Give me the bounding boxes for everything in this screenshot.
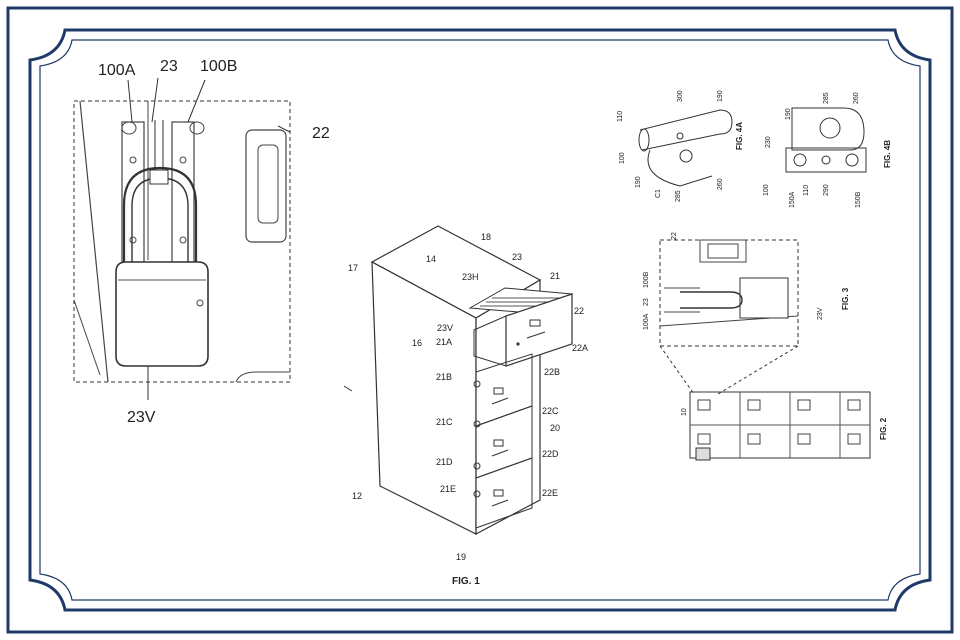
fig4a-label-285: 285 [675, 190, 682, 202]
fig3-label-100b: 100B [643, 271, 650, 288]
label-17: 17 [348, 263, 358, 273]
label-21: 21 [550, 271, 560, 281]
label-18: 18 [481, 232, 491, 242]
fig4a-caption: FIG. 4A [735, 122, 744, 150]
label-20: 20 [550, 423, 560, 433]
fig4a-label-110: 110 [617, 111, 624, 122]
label-22: 22 [312, 125, 330, 142]
fig3-label-22: 22 [671, 232, 678, 240]
label-22-fig1: 22 [574, 306, 584, 316]
label-22a: 22A [572, 343, 588, 353]
fig4b-label-150b: 150B [855, 191, 862, 208]
label-21b: 21B [436, 372, 452, 382]
label-22b: 22B [544, 367, 560, 377]
fig2-drawing: 10 FIG. 2 [659, 345, 888, 461]
lock-detail-view: 100A 23 100B 22 23V [73, 58, 330, 426]
fig1-caption: FIG. 1 [452, 576, 480, 587]
fig4b-label-230: 230 [765, 136, 772, 148]
label-23-fig1: 23 [512, 252, 522, 262]
fig4a-label-190b: 190 [635, 176, 642, 188]
fig4b-label-150a: 150A [789, 191, 796, 208]
label-23v: 23V [127, 409, 156, 426]
label-23v-fig1: 23V [437, 323, 453, 333]
fig4b-caption: FIG. 4B [883, 140, 892, 168]
label-22d: 22D [542, 449, 559, 459]
fig2-label-10: 10 [681, 408, 688, 416]
label-16: 16 [412, 338, 422, 348]
fig4b-label-110: 110 [803, 185, 810, 196]
fig4a-drawing: 110 300 190 100 190 C1 285 260 FIG. 4A [617, 90, 744, 202]
fig3-drawing: 22 100B 23 100A 23V FIG. 3 [643, 232, 850, 347]
label-100a: 100A [98, 62, 136, 79]
fig3-label-23: 23 [643, 298, 650, 306]
fig2-caption: FIG. 2 [879, 417, 888, 440]
fig4b-label-260: 260 [853, 92, 860, 104]
label-21a: 21A [436, 337, 452, 347]
label-21d: 21D [436, 457, 453, 467]
fig4b-label-285: 285 [823, 92, 830, 104]
fig4a-label-300: 300 [677, 90, 684, 102]
fig1-file-cabinet: 14 18 17 23 21 23H 22 23V 21A 16 22A 21B… [343, 225, 588, 587]
label-23: 23 [160, 58, 178, 75]
label-19: 19 [456, 552, 466, 562]
fig4a-label-c1: C1 [655, 189, 662, 198]
fig4a-label-100: 100 [619, 152, 626, 164]
fig4a-label-260: 260 [717, 178, 724, 190]
lower-drawers [473, 353, 533, 529]
label-100b: 100B [200, 58, 237, 75]
fig4b-drawing: 190 285 260 230 100 150A 110 290 150B FI… [763, 92, 892, 208]
fig4b-label-190: 190 [785, 108, 792, 120]
label-14: 14 [426, 254, 436, 264]
fig3-label-23v: 23V [817, 307, 824, 320]
label-21e: 21E [440, 484, 456, 494]
label-12: 12 [352, 491, 362, 501]
decorative-frame [6, 6, 954, 634]
label-23h: 23H [462, 272, 479, 282]
label-22e: 22E [542, 488, 558, 498]
fig4b-label-100: 100 [763, 184, 770, 196]
fig3-caption: FIG. 3 [841, 287, 850, 310]
label-21c: 21C [436, 417, 453, 427]
fig4a-label-190a: 190 [717, 90, 724, 102]
fig4b-label-290: 290 [823, 184, 830, 196]
label-22c: 22C [542, 406, 559, 416]
fig3-label-100a: 100A [643, 313, 650, 330]
